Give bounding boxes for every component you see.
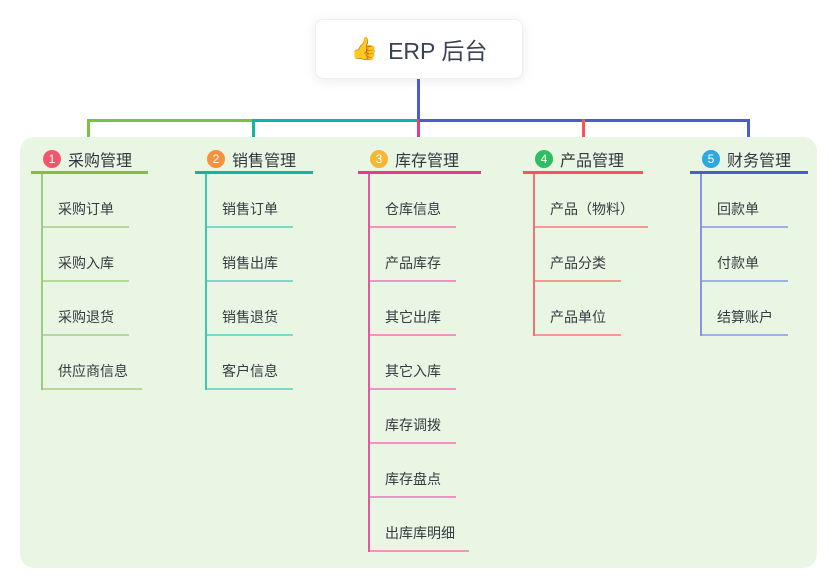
branch-children: 回款单 付款单 结算账户 (690, 174, 808, 336)
child-node[interactable]: 采购订单 (41, 174, 129, 228)
branch-children: 采购订单 采购入库 采购退货 供应商信息 (31, 174, 148, 390)
branch-title[interactable]: 2 销售管理 (195, 146, 313, 174)
branch-number-badge: 2 (207, 149, 225, 168)
branch-title[interactable]: 1 采购管理 (31, 146, 148, 174)
child-node[interactable]: 供应商信息 (41, 336, 142, 390)
branch-title-label: 库存管理 (395, 152, 460, 170)
branch-children: 仓库信息 产品库存 其它出库 其它入库 库存调拨 库存盘点 出库库明细 (358, 174, 481, 552)
root-node[interactable]: 👍 ERP 后台 (315, 19, 523, 79)
thumbs-up-icon: 👍 (350, 36, 379, 61)
child-node[interactable]: 销售出库 (205, 228, 293, 282)
connector-drop-branch-5 (747, 119, 750, 147)
child-node[interactable]: 付款单 (700, 228, 788, 282)
branch-title-label: 产品管理 (560, 152, 625, 170)
child-node[interactable]: 客户信息 (205, 336, 293, 390)
connector-bus-segment-2 (253, 119, 417, 122)
child-node[interactable]: 其它入库 (368, 336, 456, 390)
child-node[interactable]: 产品（物料） (533, 174, 648, 228)
child-node[interactable]: 库存盘点 (368, 444, 456, 498)
branch-title[interactable]: 4 产品管理 (523, 146, 643, 174)
connector-drop-branch-1 (87, 119, 90, 147)
branch-children: 销售订单 销售出库 销售退货 客户信息 (195, 174, 313, 390)
child-node[interactable]: 出库库明细 (368, 498, 469, 552)
child-node[interactable]: 采购入库 (41, 228, 129, 282)
branch-number-badge: 4 (535, 149, 553, 168)
child-node[interactable]: 结算账户 (700, 282, 788, 336)
root-label: ERP 后台 (388, 38, 488, 64)
connector-drop-branch-4 (582, 119, 585, 147)
child-node[interactable]: 产品库存 (368, 228, 456, 282)
child-node[interactable]: 采购退货 (41, 282, 129, 336)
branch-product: 4 产品管理 产品（物料） 产品分类 产品单位 (523, 146, 648, 336)
child-node[interactable]: 产品分类 (533, 228, 621, 282)
branch-purchase: 1 采购管理 采购订单 采购入库 采购退货 供应商信息 (31, 146, 148, 390)
branch-number-badge: 3 (370, 149, 388, 168)
branch-title-label: 财务管理 (727, 152, 792, 170)
branch-children: 产品（物料） 产品分类 产品单位 (523, 174, 648, 336)
branch-number-badge: 5 (702, 149, 720, 168)
child-node[interactable]: 回款单 (700, 174, 788, 228)
connector-bus-segment-1 (87, 119, 253, 122)
child-node[interactable]: 销售订单 (205, 174, 293, 228)
branch-inventory: 3 库存管理 仓库信息 产品库存 其它出库 其它入库 库存调拨 库存盘点 出库库… (358, 146, 481, 552)
branch-title-label: 销售管理 (232, 152, 297, 170)
branch-title-label: 采购管理 (68, 152, 133, 170)
child-node[interactable]: 其它出库 (368, 282, 456, 336)
branch-finance: 5 财务管理 回款单 付款单 结算账户 (690, 146, 808, 336)
connector-drop-branch-3 (417, 119, 420, 147)
child-node[interactable]: 销售退货 (205, 282, 293, 336)
child-node[interactable]: 库存调拨 (368, 390, 456, 444)
child-node[interactable]: 产品单位 (533, 282, 621, 336)
child-node[interactable]: 仓库信息 (368, 174, 456, 228)
connector-drop-branch-2 (252, 119, 255, 147)
connector-root-drop (417, 79, 420, 122)
branch-sales: 2 销售管理 销售订单 销售出库 销售退货 客户信息 (195, 146, 313, 390)
branch-title[interactable]: 5 财务管理 (690, 146, 808, 174)
branch-number-badge: 1 (43, 149, 61, 168)
branch-title[interactable]: 3 库存管理 (358, 146, 481, 174)
